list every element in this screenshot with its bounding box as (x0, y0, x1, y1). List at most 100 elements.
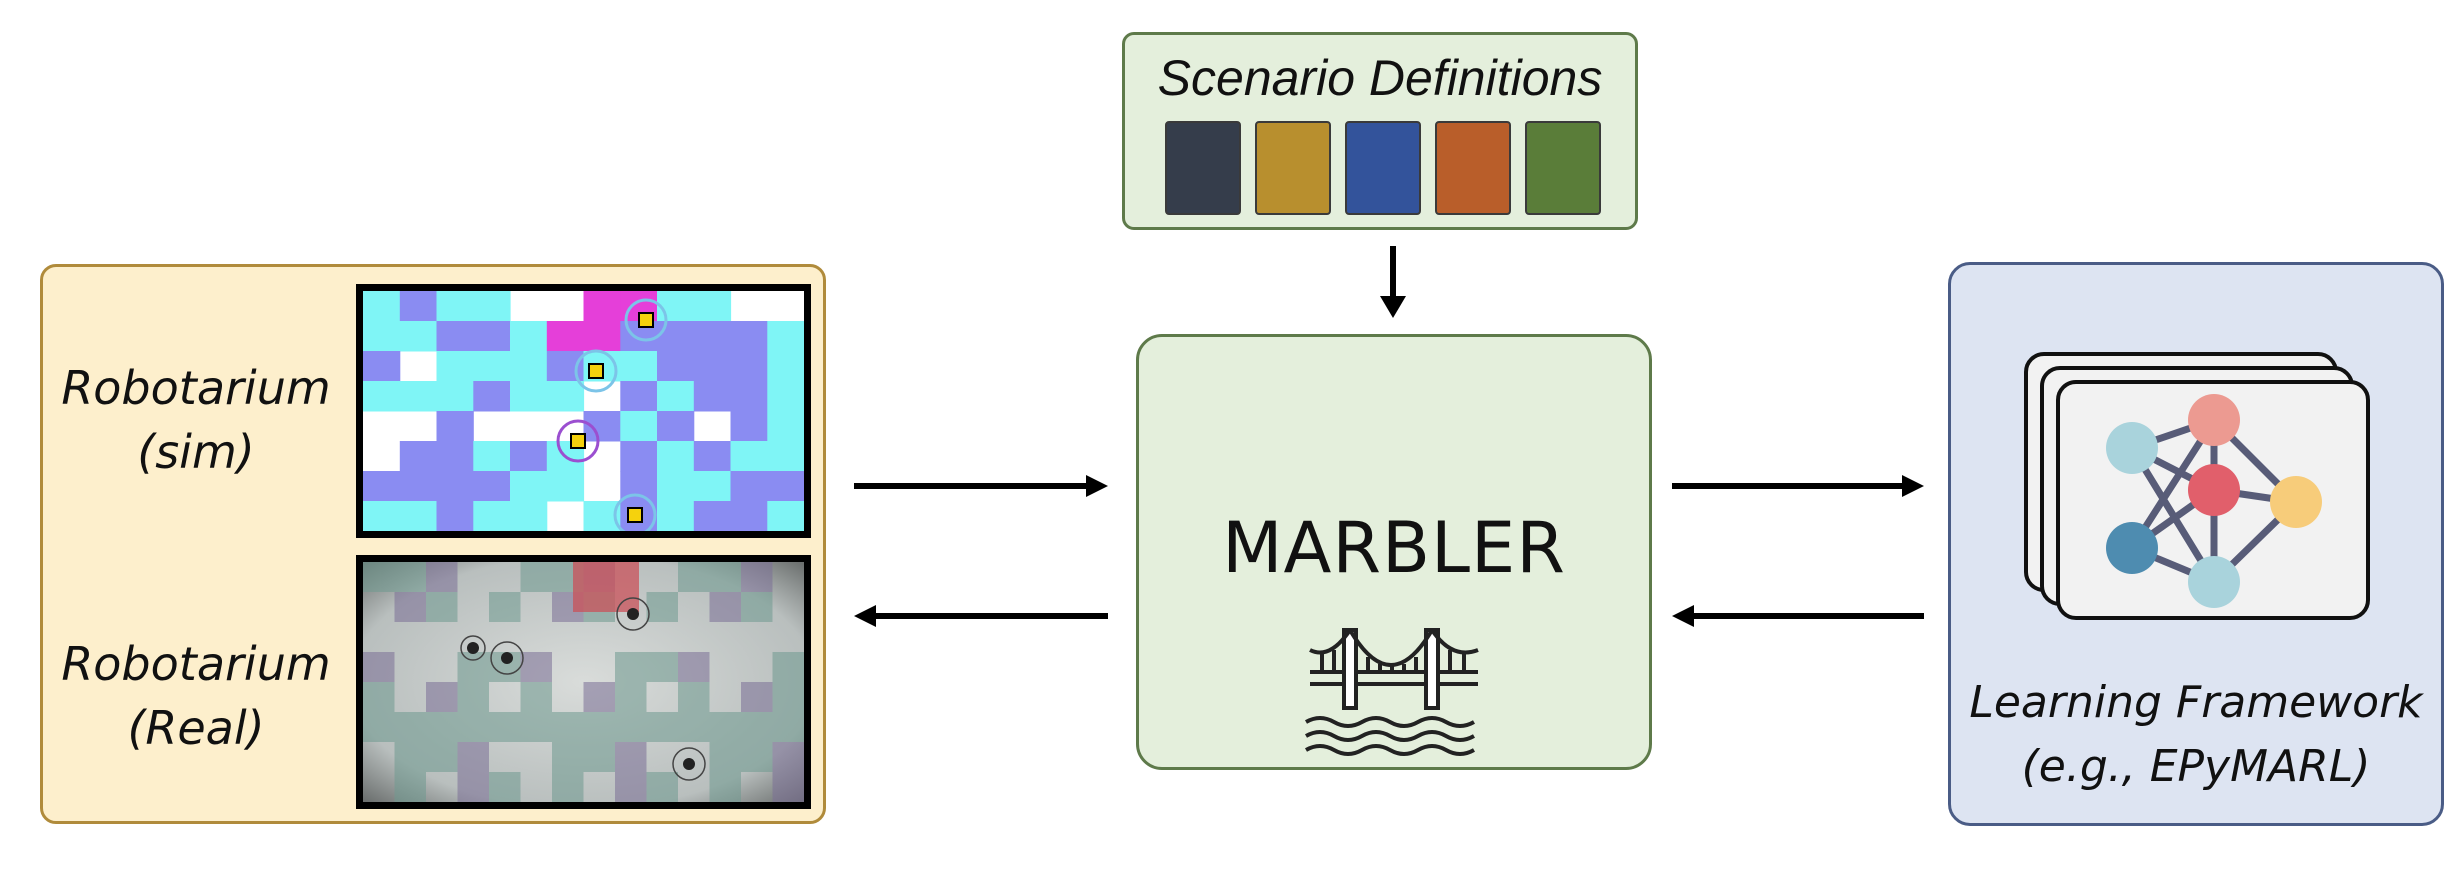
arena-tile (363, 652, 395, 682)
arena-tile (363, 682, 395, 712)
grid-cell (436, 351, 474, 382)
arena-tile (583, 712, 615, 742)
arena-tile (457, 742, 489, 772)
arrow-framework-to-marbler (1672, 605, 1924, 627)
learning-framework-label-line2: (e.g., EPyMARL) (2021, 741, 2371, 792)
arena-tile (772, 652, 804, 682)
neural-network-icon (2024, 352, 2370, 620)
arena-tile (583, 682, 615, 712)
arena-tile (552, 772, 584, 802)
arena-tile (489, 712, 521, 742)
grid-cell (620, 411, 658, 442)
grid-cell (363, 321, 401, 352)
grid-cell (363, 291, 401, 322)
grid-cell (436, 471, 474, 502)
arena-tile (489, 772, 521, 802)
learning-framework-label: Learning Framework (e.g., EPyMARL) (1951, 671, 2441, 799)
grid-cell (767, 351, 804, 382)
grid-cell (730, 351, 768, 382)
grid-cell (693, 291, 732, 322)
grid-cell (510, 321, 548, 352)
real-arena-graphic (363, 562, 804, 802)
arena-tile (615, 712, 647, 742)
arena-tile (646, 712, 678, 742)
arena-tile (552, 742, 584, 772)
arena-tile (772, 682, 804, 712)
grid-cell (399, 291, 438, 322)
grid-cell (657, 471, 695, 502)
arena-tile (363, 712, 395, 742)
arena-tile (457, 682, 489, 712)
arena-tile (615, 652, 647, 682)
scenario-swatch-1 (1165, 121, 1241, 215)
grid-cell (730, 321, 768, 352)
arrow-scenario-to-marbler (1380, 246, 1406, 318)
arrow-robotarium-to-marbler (854, 475, 1108, 497)
arena-tile (426, 592, 458, 622)
grid-cell (730, 471, 768, 502)
grid-cell (546, 321, 585, 352)
arrow-marbler-to-framework (1672, 475, 1924, 497)
arena-tile (363, 562, 395, 592)
grid-cell (657, 291, 695, 322)
arena-tile (709, 592, 741, 622)
arena-tile (394, 742, 426, 772)
arena-tile (678, 562, 710, 592)
arrow-marbler-to-robotarium (854, 605, 1108, 627)
grid-cell (363, 501, 401, 531)
grid-cell (473, 351, 511, 382)
scenario-swatch-4 (1435, 121, 1511, 215)
arena-tile (678, 652, 710, 682)
grid-cell (730, 411, 768, 442)
grid-cell (693, 321, 732, 352)
grid-cell (693, 441, 732, 472)
grid-cell (657, 381, 695, 412)
arena-tile (772, 712, 804, 742)
arena-tile (678, 712, 710, 742)
scenario-swatch-5 (1525, 121, 1601, 215)
arena-tile (772, 772, 804, 802)
arena-tile (426, 712, 458, 742)
grid-cell (657, 351, 695, 382)
arena-tile (741, 562, 773, 592)
arena-tile (394, 712, 426, 742)
grid-cell (399, 321, 438, 352)
arena-tile (457, 712, 489, 742)
grid-cell (363, 471, 401, 502)
real-robot-image (356, 555, 811, 809)
grid-cell (436, 411, 474, 442)
scenario-swatch-2 (1255, 121, 1331, 215)
arena-tile (520, 562, 552, 592)
grid-cell (767, 501, 804, 531)
bridge-icon (1305, 628, 1479, 756)
scenario-definitions-title: Scenario Definitions (1157, 50, 1603, 106)
arena-tile (678, 682, 710, 712)
grid-cell (620, 351, 658, 382)
arena-tile (741, 592, 773, 622)
grid-cell (436, 321, 474, 352)
grid-cell (363, 381, 401, 412)
arena-tile (394, 562, 426, 592)
simulation-image (356, 284, 811, 538)
robotarium-real-label-line2: (Real) (127, 701, 265, 755)
scenario-swatch-3 (1345, 121, 1421, 215)
robotarium-sim-label-line1: Robotarium (61, 361, 331, 415)
grid-cell (473, 381, 511, 412)
grid-cell (399, 471, 438, 502)
arena-tile (772, 742, 804, 772)
robotarium-real-label: Robotarium (Real) (46, 632, 346, 760)
grid-cell (436, 291, 474, 322)
arena-tile (646, 772, 678, 802)
grid-cell (620, 441, 658, 472)
grid-cell (510, 471, 548, 502)
grid-cell (657, 441, 695, 472)
grid-cell (730, 441, 768, 472)
grid-cell (436, 441, 474, 472)
grid-cell (473, 471, 511, 502)
grid-cell (693, 501, 732, 531)
grid-cell (510, 381, 548, 412)
grid-cell (767, 411, 804, 442)
arena-tile (426, 562, 458, 592)
grid-cell (436, 501, 474, 531)
